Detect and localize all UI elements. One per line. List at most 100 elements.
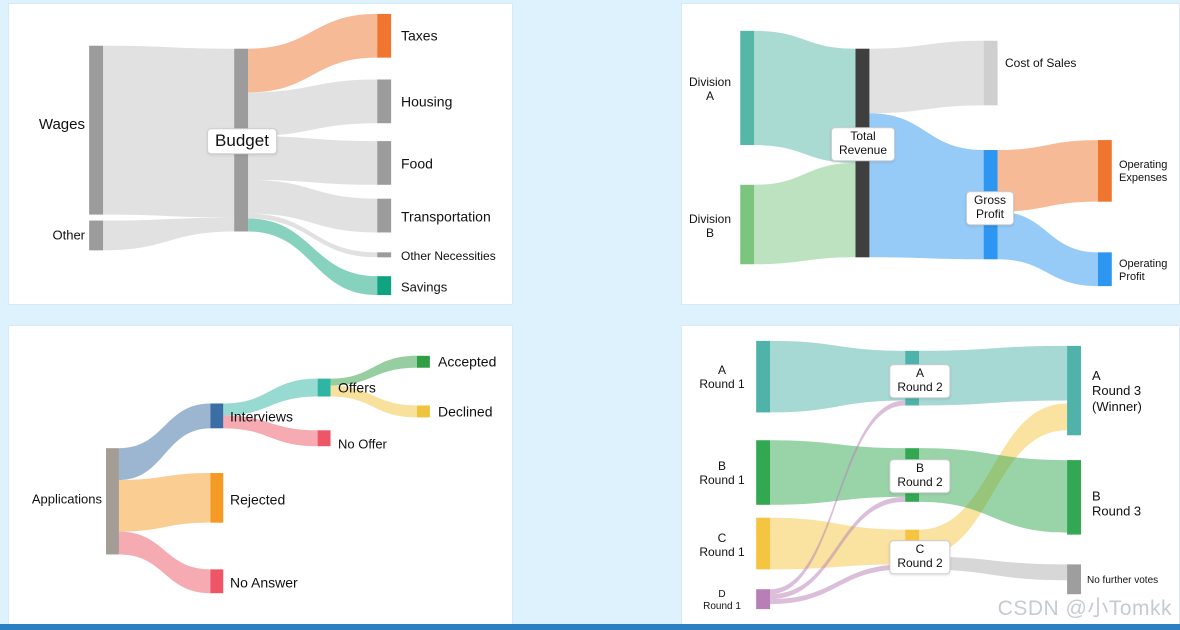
label-food: Food	[401, 155, 433, 172]
node-applications	[106, 448, 119, 555]
label-operating-profit: Operating Profit	[1119, 258, 1168, 283]
node-no-answer	[210, 569, 224, 594]
flow-c2-no-further-votes	[919, 556, 1068, 581]
label-division-b: Division B	[688, 211, 731, 240]
label-interviews: Interviews	[230, 408, 294, 425]
flow-applications-interviews	[118, 403, 211, 480]
label-savings: Savings	[401, 279, 448, 295]
revenue-sankey	[740, 30, 1112, 287]
flow-interviews-no-offer	[223, 415, 318, 447]
applications-sankey-card: Applications Interviews Rejected No Answ…	[8, 325, 513, 625]
label-b-round-2: B Round 2	[889, 459, 951, 493]
node-wages	[89, 45, 104, 215]
flow-a1-a2	[770, 340, 906, 413]
flow-division-a-total-revenue	[754, 30, 856, 163]
flow-d1-c2	[770, 564, 906, 605]
label-declined: Declined	[438, 403, 493, 420]
node-division-b	[740, 184, 755, 265]
node-housing	[377, 79, 392, 124]
applications-sankey	[106, 355, 430, 594]
flow-d1-a2	[770, 400, 906, 595]
label-d-round-1: D Round 1	[703, 589, 741, 612]
node-no-offer	[317, 430, 331, 447]
label-offers: Offers	[338, 379, 376, 396]
node-b-round-3	[1067, 460, 1081, 535]
label-housing: Housing	[401, 93, 453, 110]
node-d-round-1	[756, 589, 771, 610]
node-division-a	[740, 30, 755, 146]
flow-wages-budget	[103, 45, 235, 218]
bottom-bar	[0, 624, 1180, 630]
flow-budget-other-necessities	[248, 213, 378, 258]
node-other-necessities	[377, 252, 392, 258]
node-a-round-3	[1067, 345, 1081, 436]
label-b-round-3: B Round 3	[1092, 488, 1142, 519]
flow-offers-declined	[330, 385, 417, 418]
flow-budget-housing	[248, 79, 378, 137]
flow-gross-profit-operating-expenses	[997, 140, 1098, 212]
label-accepted: Accepted	[438, 353, 497, 370]
label-operating-expenses: Operating Expenses	[1119, 159, 1168, 184]
flow-total-revenue-gross-profit	[869, 113, 984, 260]
flow-budget-savings	[248, 218, 378, 296]
label-c-round-2: C Round 2	[889, 540, 951, 574]
label-other: Other	[52, 227, 85, 243]
node-food	[377, 141, 392, 185]
budget-sankey	[89, 13, 392, 296]
flow-b2-b3	[919, 448, 1068, 533]
label-taxes: Taxes	[401, 27, 438, 44]
flow-budget-transportation	[248, 179, 378, 233]
voting-sankey	[756, 340, 1081, 610]
voting-sankey-card: A Round 1 B Round 1 C Round 1 D Round 1 …	[681, 325, 1180, 625]
label-a-round-1: A Round 1	[699, 362, 745, 391]
node-taxes	[377, 13, 392, 58]
node-c-round-1	[756, 517, 771, 570]
node-operating-profit	[1097, 252, 1112, 287]
label-wages: Wages	[38, 116, 85, 134]
flow-division-b-total-revenue	[754, 162, 856, 265]
node-a-round-1	[756, 340, 771, 413]
label-cost-of-sales: Cost of Sales	[1005, 55, 1077, 70]
flow-gross-profit-operating-profit	[997, 211, 1098, 287]
label-rejected: Rejected	[230, 491, 286, 508]
flow-a2-a3	[919, 345, 1068, 406]
label-other-necessities: Other Necessities	[401, 248, 496, 263]
label-no-further-votes: No further votes	[1087, 575, 1159, 587]
label-gross-profit: Gross Profit	[965, 191, 1015, 225]
label-total-revenue: Total Revenue	[830, 127, 896, 161]
node-accepted	[416, 355, 430, 368]
flow-b1-b2	[770, 440, 906, 505]
node-offers	[317, 378, 331, 397]
label-applications: Applications	[31, 491, 102, 507]
node-declined	[416, 405, 430, 418]
node-no-further-votes	[1067, 564, 1081, 595]
flow-budget-food	[248, 136, 378, 185]
label-no-offer: No Offer	[338, 436, 387, 452]
flow-budget-taxes	[248, 13, 378, 93]
label-division-a: Division A	[688, 74, 731, 103]
node-other	[89, 220, 104, 251]
label-a-round-3: A Round 3 (Winner)	[1092, 368, 1142, 414]
node-operating-expenses	[1097, 140, 1112, 202]
node-savings	[377, 276, 392, 296]
label-c-round-1: C Round 1	[699, 530, 745, 559]
flow-d1-b2	[770, 496, 906, 600]
flow-applications-rejected	[118, 473, 211, 532]
node-transportation	[377, 198, 392, 233]
revenue-sankey-card: Division A Division B Total Revenue Cost…	[681, 3, 1180, 305]
label-budget: Budget	[207, 128, 277, 154]
flow-other-budget	[103, 217, 235, 251]
flow-offers-accepted	[330, 355, 417, 386]
label-no-answer: No Answer	[230, 574, 298, 591]
budget-sankey-card: Wages Other Budget Taxes Housing Food Tr…	[8, 3, 513, 305]
label-b-round-1: B Round 1	[699, 458, 745, 487]
node-b-round-1	[756, 440, 771, 505]
label-transportation: Transportation	[401, 208, 491, 225]
flow-c1-c2	[770, 517, 906, 570]
flow-applications-no-answer	[118, 531, 211, 594]
flow-interviews-offers	[223, 378, 318, 416]
node-rejected	[210, 473, 224, 523]
watermark: CSDN @小Tomkk	[997, 597, 1172, 620]
node-interviews	[210, 403, 224, 429]
node-cost-of-sales	[983, 40, 998, 106]
